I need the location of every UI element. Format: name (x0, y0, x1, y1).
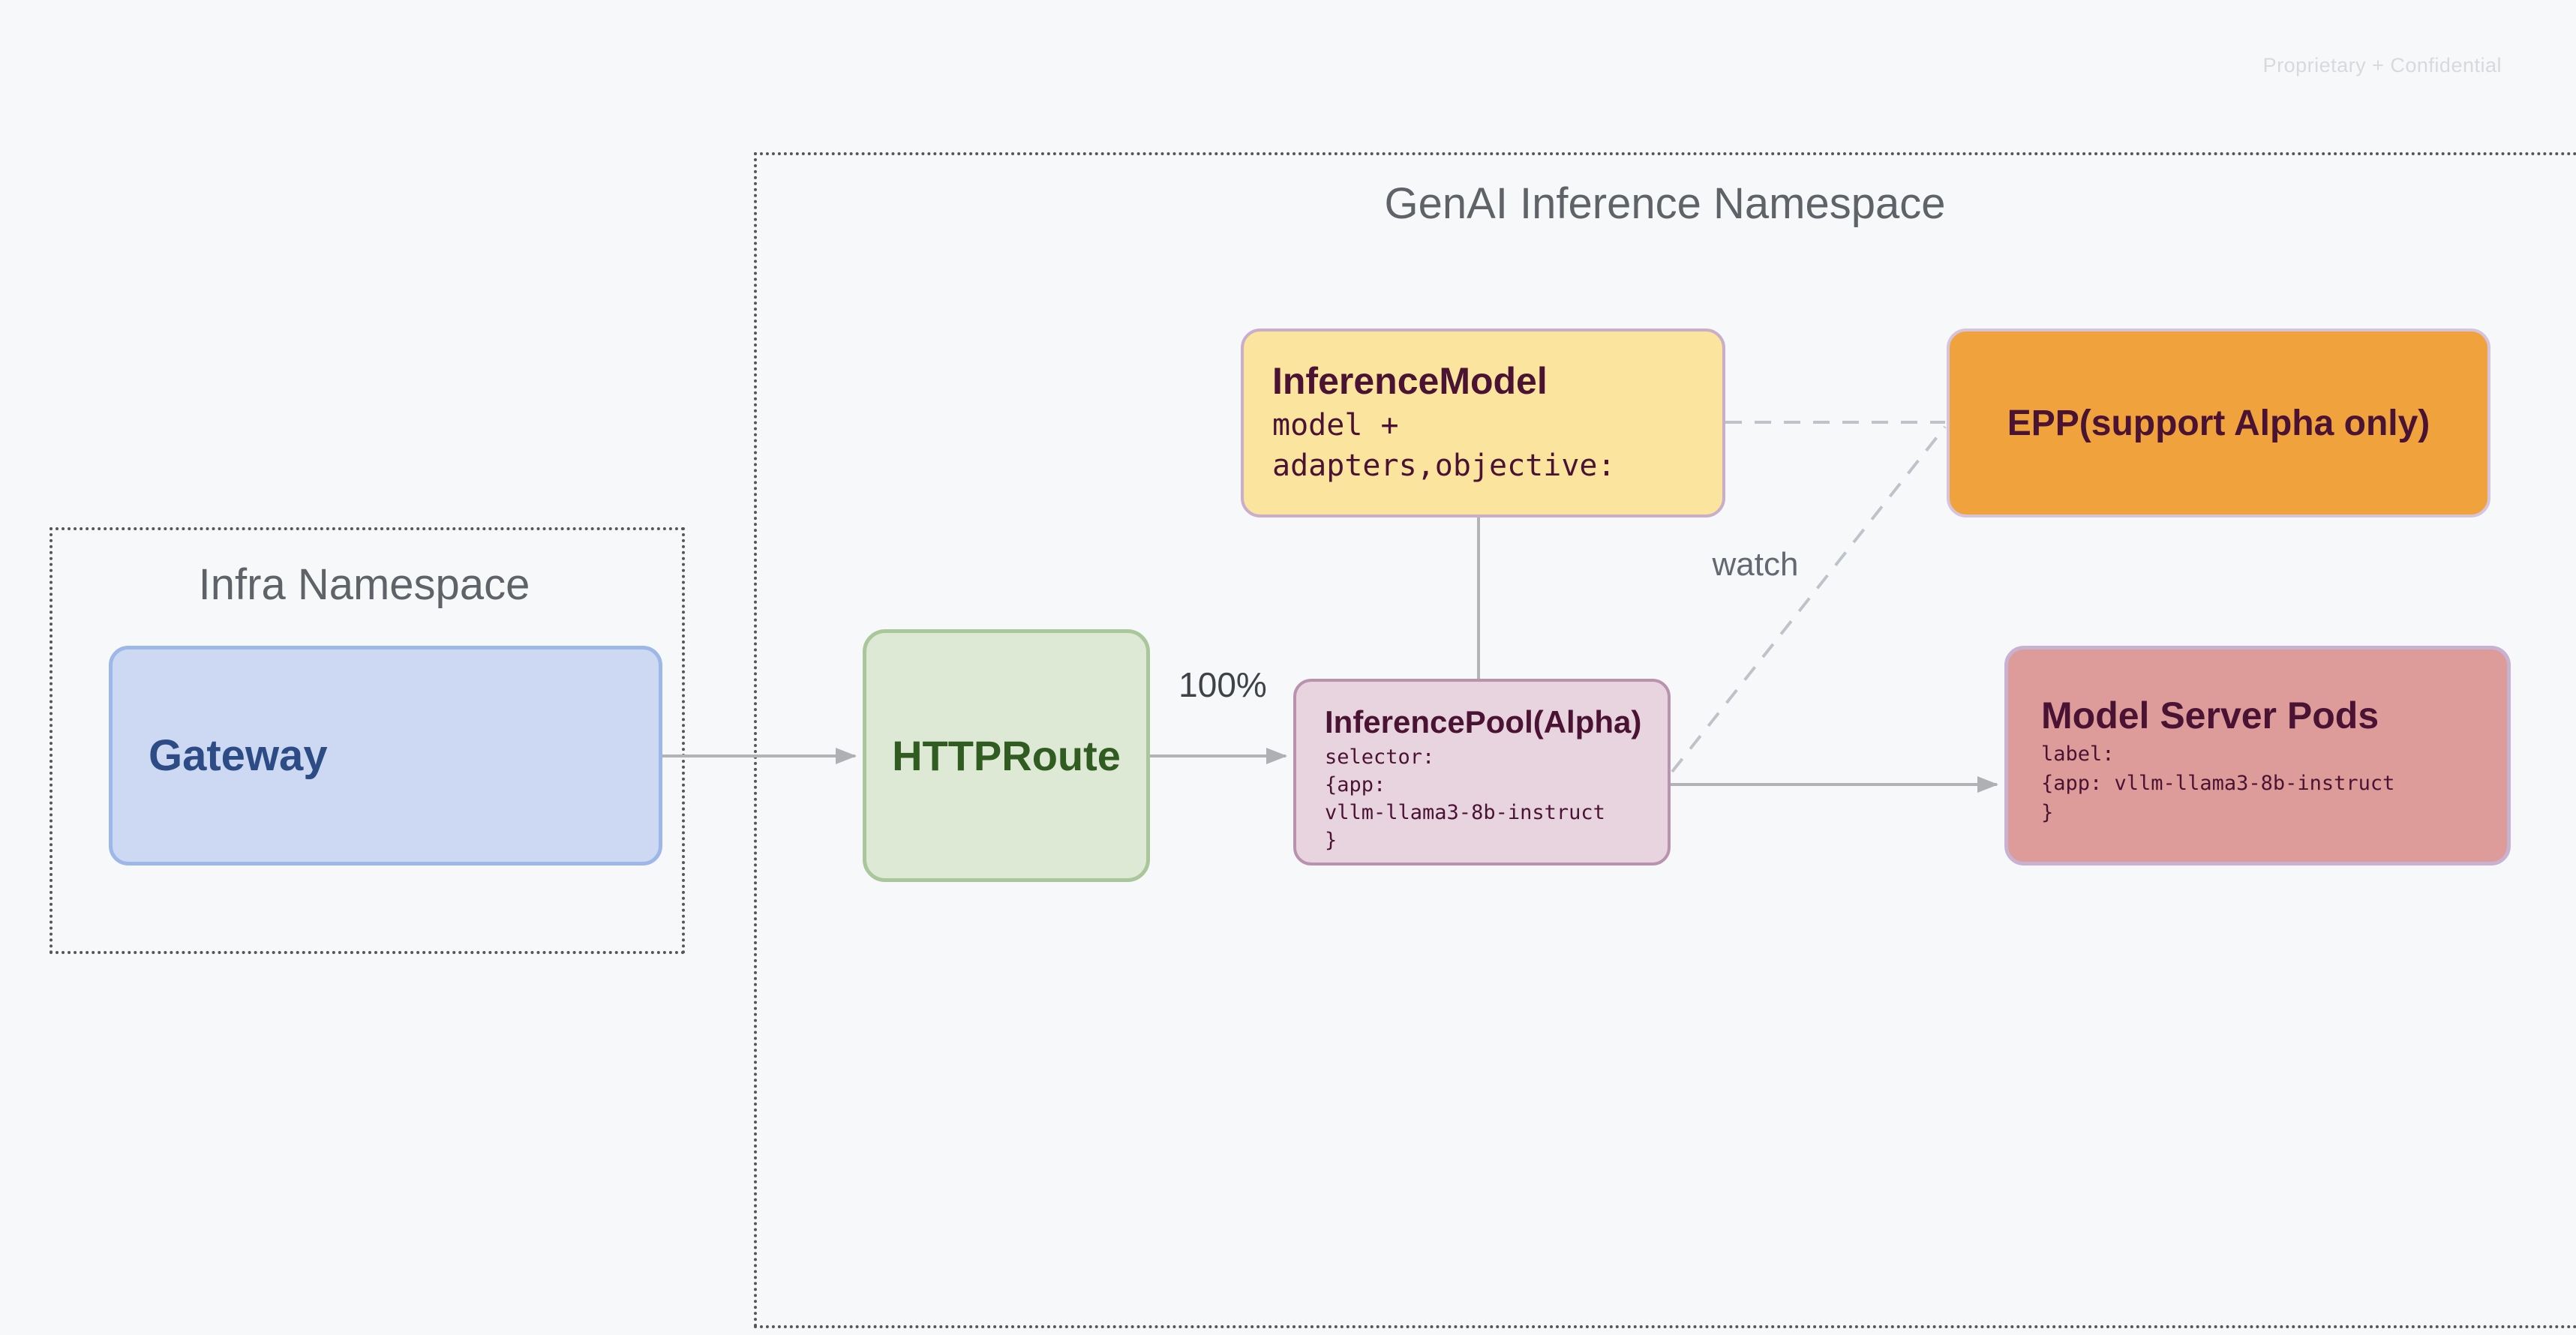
node-inference-model: InferenceModel model + adapters,objectiv… (1241, 328, 1725, 518)
edge-label-route-weight: 100% (1178, 665, 1267, 704)
confidential-watermark: Proprietary + Confidential (2262, 54, 2502, 76)
gateway-title: Gateway (149, 731, 328, 780)
infra-namespace-label: Infra Namespace (198, 560, 530, 609)
genai-namespace-box (754, 152, 2576, 1328)
inference-pool-line: } (1325, 829, 1338, 852)
epp-title: EPP(support Alpha only) (2007, 403, 2430, 443)
node-inference-pool: InferencePool(Alpha) selector: {app: vll… (1293, 679, 1671, 866)
model-server-pods-title: Model Server Pods (2041, 694, 2379, 736)
httproute-title: HTTPRoute (892, 732, 1121, 779)
edge-label-watch: watch (1712, 546, 1799, 583)
inference-pool-line: vllm-llama3-8b-instruct (1325, 801, 1605, 824)
inference-model-title: InferenceModel (1272, 360, 1548, 402)
infra-namespace-box (50, 527, 685, 954)
node-epp: EPP(support Alpha only) (1947, 328, 2490, 518)
model-server-pods-line: } (2041, 801, 2054, 824)
inference-pool-line: {app: (1325, 773, 1386, 796)
node-gateway: Gateway (109, 646, 662, 866)
model-server-pods-line: {app: vllm-llama3-8b-instruct (2041, 772, 2395, 795)
node-httproute: HTTPRoute (863, 629, 1150, 882)
inference-model-line: adapters,objective: (1272, 448, 1616, 483)
google-logo-partial: Google (2388, 1326, 2576, 1335)
model-server-pods-line: label: (2041, 742, 2115, 766)
inference-pool-title: InferencePool(Alpha) (1325, 704, 1642, 740)
inference-pool-line: selector: (1325, 746, 1435, 769)
node-model-server-pods: Model Server Pods label: {app: vllm-llam… (2004, 646, 2511, 866)
genai-namespace-label: GenAI Inference Namespace (1384, 179, 1946, 228)
inference-model-line: model + (1272, 408, 1399, 442)
edge-inferencepool-epp-watch-dashed (1671, 425, 1947, 773)
